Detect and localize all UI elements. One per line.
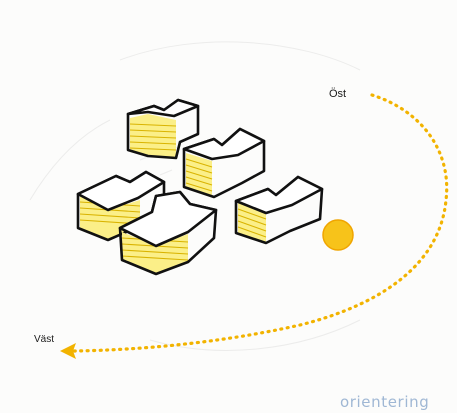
- background-sketch: [29, 41, 361, 351]
- sun-path: [72, 93, 449, 353]
- label-west: Väst: [34, 334, 54, 345]
- label-east: Öst: [329, 88, 346, 100]
- building-5: [234, 175, 324, 245]
- building-2: [182, 127, 266, 199]
- building-3: [76, 170, 166, 242]
- building-1: [126, 98, 200, 160]
- facade-stripes: [129, 123, 177, 151]
- facade-stripes: [237, 208, 267, 238]
- building-4: [118, 190, 218, 276]
- caption-orientering: orientering: [340, 393, 429, 411]
- sun-icon: [322, 219, 354, 251]
- facade-stripes: [185, 158, 213, 192]
- arrow-head-icon: [60, 343, 76, 359]
